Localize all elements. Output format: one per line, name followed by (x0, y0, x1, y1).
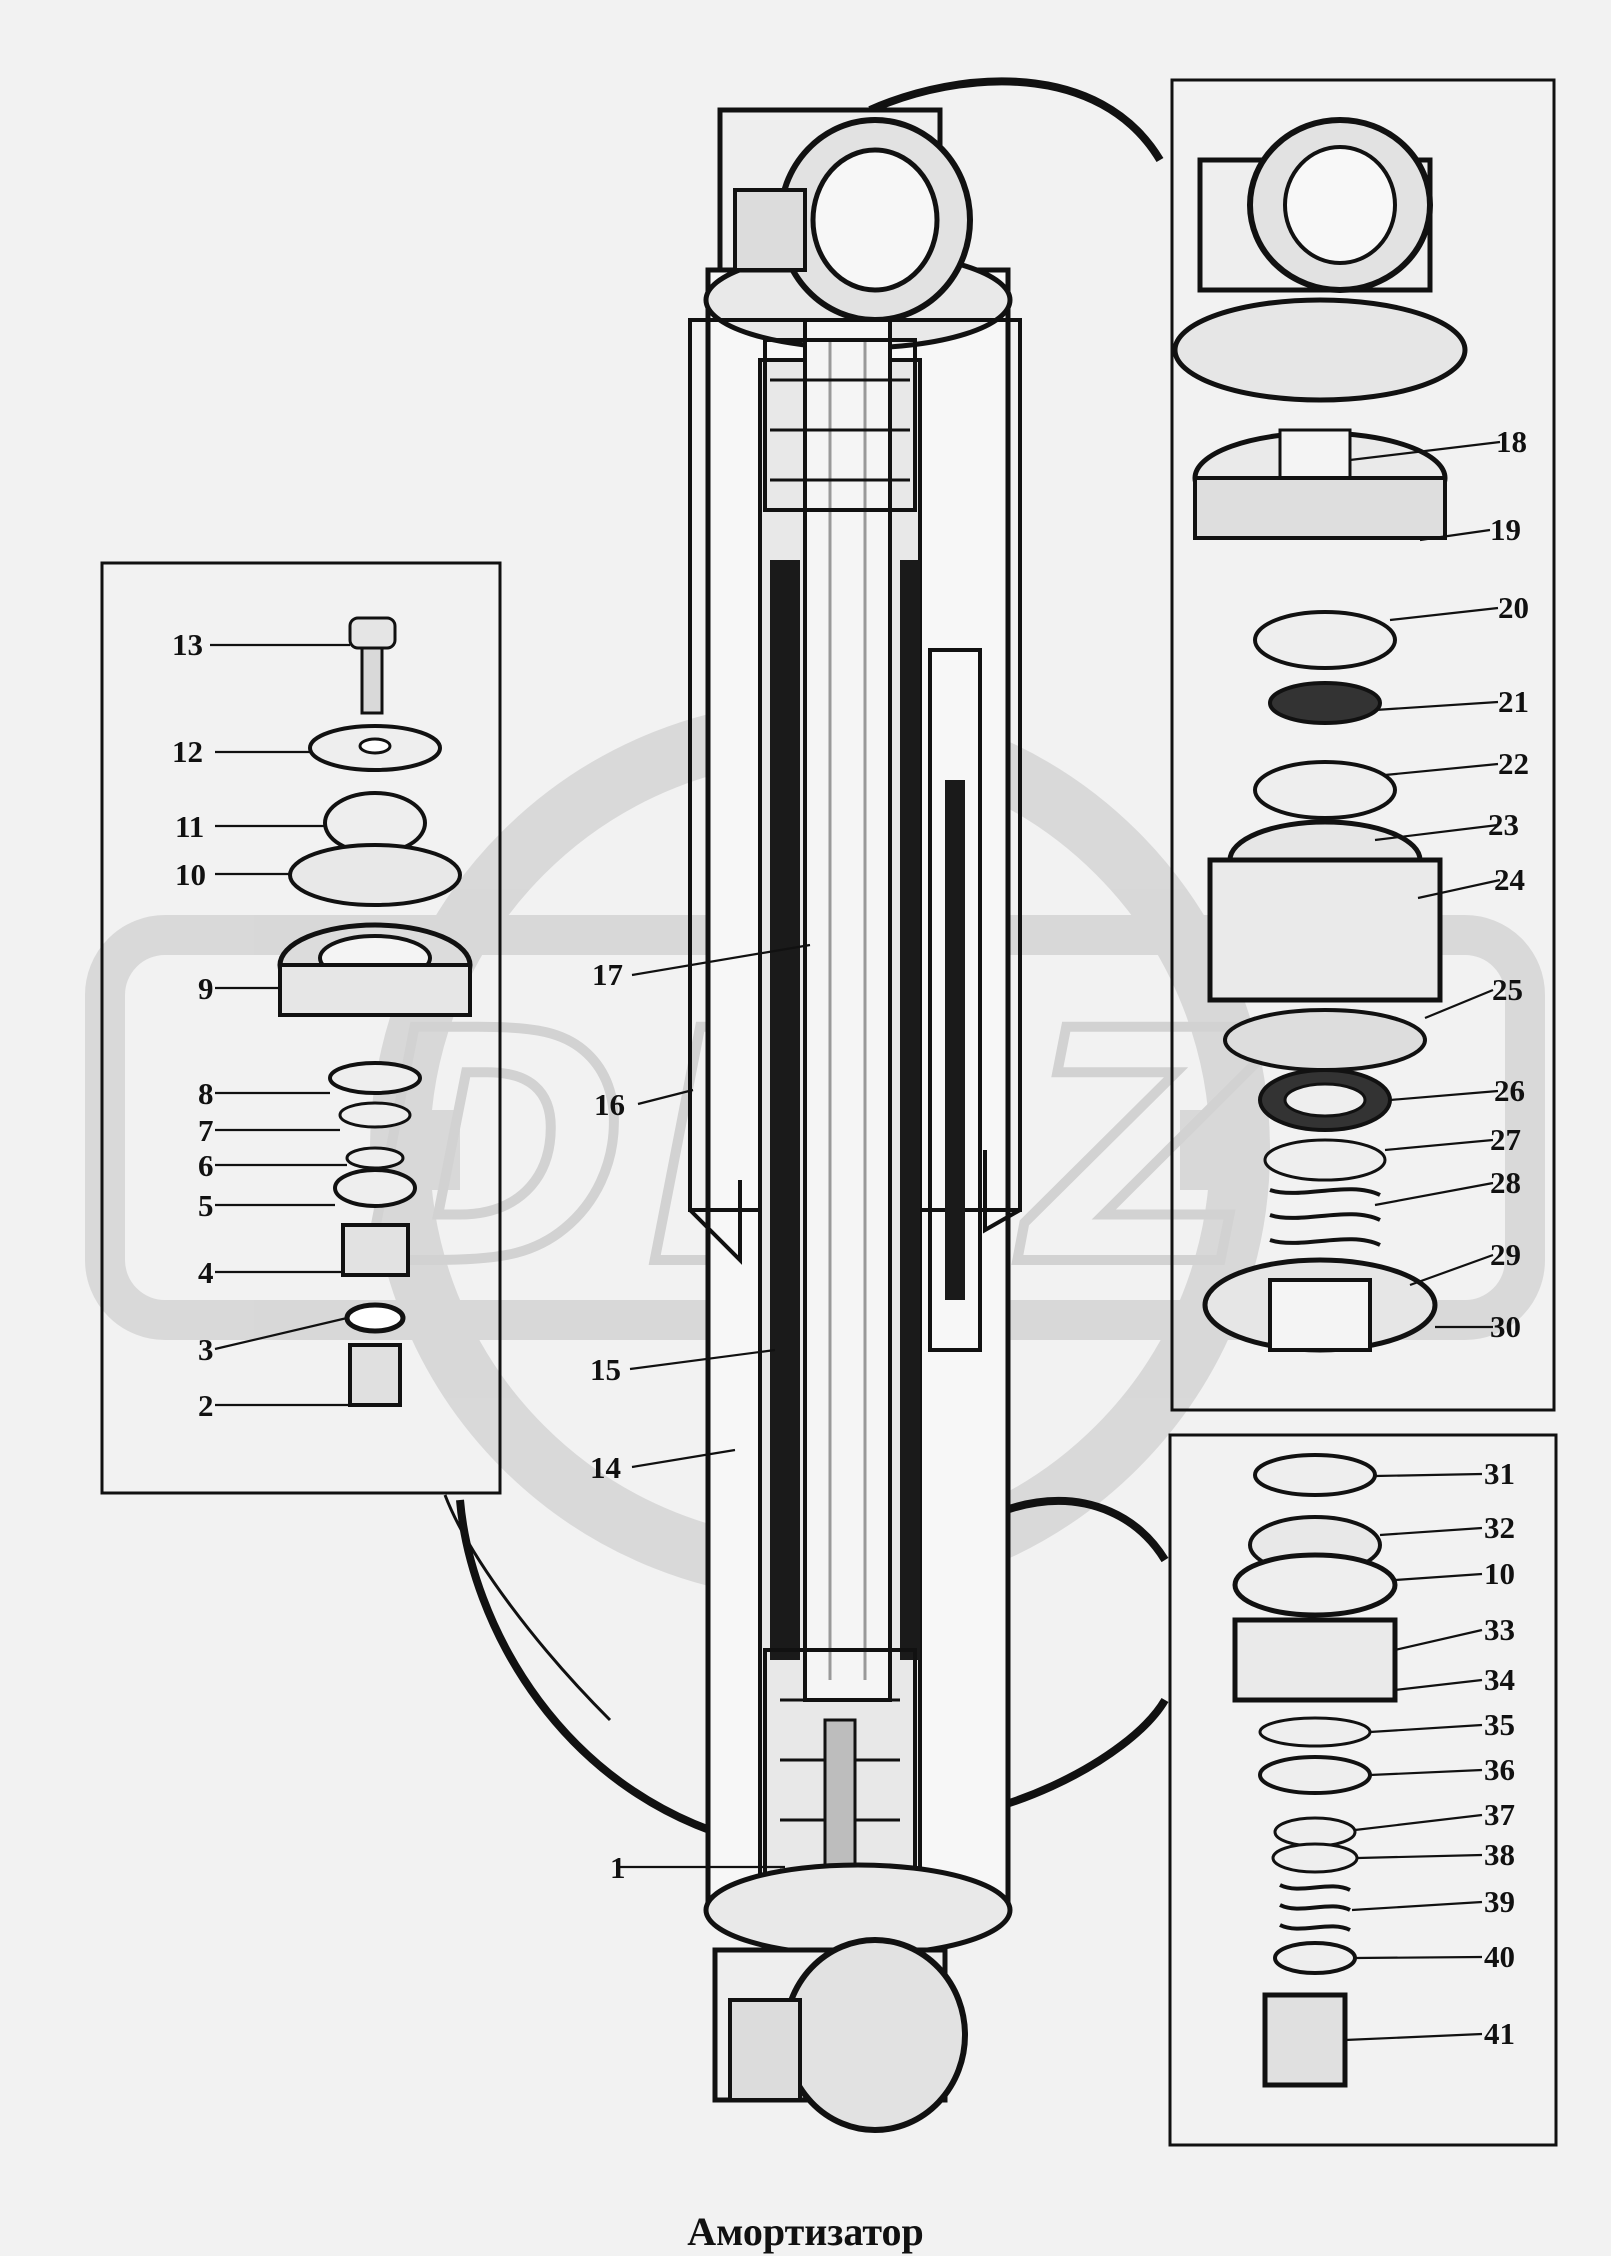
callout-32: 32 (1484, 1510, 1515, 1545)
callout-36: 36 (1484, 1752, 1515, 1787)
callout-1: 1 (610, 1850, 626, 1885)
shock-absorber-body (688, 107, 1022, 2133)
callout-8: 8 (198, 1076, 214, 1111)
callout-13: 13 (172, 627, 203, 662)
left-exploded-parts (277, 616, 473, 1407)
callout-28: 28 (1490, 1165, 1521, 1200)
callout-35: 35 (1484, 1707, 1515, 1742)
right-bottom-exploded-parts (1232, 1453, 1398, 2088)
top-eye (717, 107, 973, 323)
callout-16: 16 (594, 1087, 625, 1122)
callout-22: 22 (1498, 746, 1529, 781)
callout-17: 17 (592, 957, 623, 992)
callouts-right-top: 18 19 20 21 22 23 24 25 26 27 28 29 30 (1488, 424, 1529, 1344)
panel-left (100, 561, 502, 1495)
callout-12: 12 (172, 734, 203, 769)
callout-20: 20 (1498, 590, 1529, 625)
callout-39: 39 (1484, 1884, 1515, 1919)
callouts-right-bottom: 31 32 10 33 34 35 36 37 38 39 40 41 (1484, 1456, 1515, 2051)
callout-25: 25 (1492, 972, 1523, 1007)
leader-lines (210, 440, 1501, 2042)
callout-15: 15 (590, 1352, 621, 1387)
callout-40: 40 (1484, 1939, 1515, 1974)
callouts-left: 13 12 11 10 9 8 7 6 5 4 3 2 (172, 627, 214, 1423)
callout-14: 14 (590, 1450, 621, 1485)
callout-33: 33 (1484, 1612, 1515, 1647)
callout-29: 29 (1490, 1237, 1521, 1272)
callout-26: 26 (1494, 1073, 1525, 1108)
callout-5: 5 (198, 1188, 214, 1223)
callout-23: 23 (1488, 807, 1519, 842)
callout-11: 11 (175, 809, 204, 844)
callout-19: 19 (1490, 512, 1521, 547)
callout-37: 37 (1484, 1797, 1515, 1832)
callout-10-right: 10 (1484, 1556, 1515, 1591)
callout-30: 30 (1490, 1309, 1521, 1344)
callout-18: 18 (1496, 424, 1527, 459)
callout-34: 34 (1484, 1662, 1515, 1697)
panel-right-top (1170, 78, 1556, 1412)
callout-4: 4 (198, 1255, 214, 1290)
callout-6: 6 (198, 1148, 214, 1183)
bottom-eye (712, 1937, 968, 2133)
callout-10-left: 10 (175, 857, 206, 892)
callout-21: 21 (1498, 684, 1529, 719)
diagram-caption: Амортизатор (687, 2209, 924, 2254)
callout-41: 41 (1484, 2016, 1515, 2051)
callout-38: 38 (1484, 1837, 1515, 1872)
callouts-center: 17 16 15 14 1 (590, 957, 626, 1885)
right-top-exploded-parts (1172, 117, 1468, 1353)
callout-3: 3 (198, 1332, 214, 1367)
callout-2: 2 (198, 1388, 214, 1423)
callout-27: 27 (1490, 1122, 1521, 1157)
callout-7: 7 (198, 1113, 214, 1148)
callout-9: 9 (198, 971, 214, 1006)
callout-24: 24 (1494, 862, 1525, 897)
panel-right-bottom (1168, 1433, 1558, 2147)
callout-31: 31 (1484, 1456, 1515, 1491)
